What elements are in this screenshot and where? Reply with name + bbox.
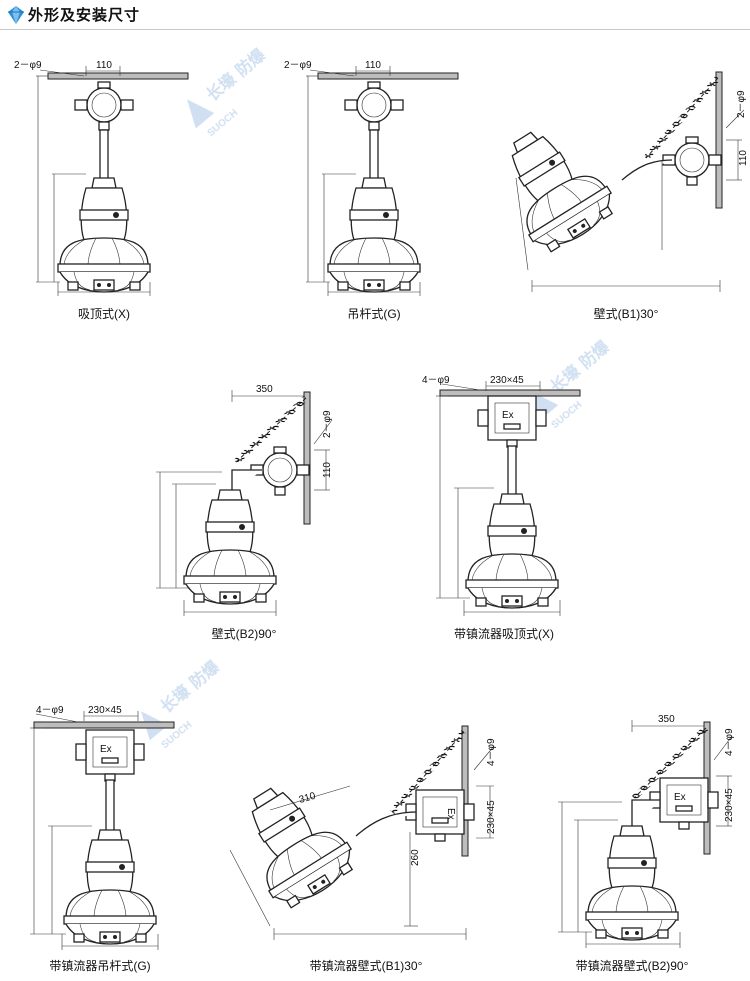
watermark-sub: 防爆 [576,336,613,372]
box-label: Ex [100,744,112,755]
dim-holes: 2－φ9 [284,60,312,71]
dim-holes: 4－φ9 [422,375,450,386]
header-divider [0,29,750,30]
watermark-sub: 防爆 [232,44,269,80]
dim-width: 110 [365,60,381,71]
dim-height: 110 [322,462,333,478]
dim-height: 110 [738,150,749,166]
watermark-brand: 长壕 [203,69,240,105]
figure-ballast-pendant-mount: Ex 230×45 4－φ9 带镇流器吊杆式(G) [30,705,175,973]
box-label: Ex [445,808,456,820]
caption: 带镇流器壁式(B1)30° [310,958,423,973]
caption: 带镇流器吸顶式(X) [454,627,554,641]
dim-holes: 2－φ9 [322,410,333,438]
dim-box: 230×45 [490,375,524,386]
caption: 吸顶式(X) [78,307,130,321]
figure-pendant-mount: 110 2－φ9 吊杆式(G) [284,60,459,321]
diamond-icon [8,6,24,24]
caption: 吊杆式(G) [347,307,400,321]
figure-wall-mount-30: 110 2－φ9 壁式(B1)30° [482,71,749,321]
dim-width: 110 [96,60,112,71]
dim-arm: 350 [658,714,675,725]
dim-diameter: 310 [298,791,317,806]
caption: 壁式(B1)30° [594,306,659,321]
caption: 带镇流器吊杆式(G) [49,959,150,973]
caption: 壁式(B2)90° [212,626,277,641]
dim-drop: 260 [410,849,421,866]
dim-holes: 2－φ9 [736,90,747,118]
section-title: 外形及安装尺寸 [28,7,141,24]
watermark-sub: 防爆 [186,656,223,692]
caption: 带镇流器壁式(B2)90° [576,958,689,973]
figure-ballast-ceiling-mount: Ex 230×45 4－φ9 带镇流器吸顶式(X) [422,375,581,641]
section-header: 外形及安装尺寸 [0,0,750,30]
dim-arm: 350 [256,384,273,395]
dim-holes: 2－φ9 [14,60,42,71]
watermark-brand: 长壕 [157,681,194,717]
box-label: Ex [502,410,514,421]
dim-box: 230×45 [724,788,735,822]
figure-ceiling-mount: 110 2－φ9 吸顶式(X) [14,60,189,321]
figure-wall-mount-90: 350 110 2－φ9 壁式(B2)90° [156,384,333,641]
dim-box: 230×45 [88,705,122,716]
box-label: Ex [674,792,686,803]
dim-holes: 4－φ9 [36,705,64,716]
dim-holes: 4－φ9 [724,728,735,756]
dim-box: 230×45 [486,800,497,834]
dim-holes: 4－φ9 [486,738,497,766]
figure-ballast-wall-mount-30: Ex 230×45 4－φ9 260 310 带镇流器壁式(B1)30° [222,725,497,973]
figure-ballast-wall-mount-90: Ex 350 230×45 4－φ9 带镇流器壁式(B2)90° [558,714,735,973]
